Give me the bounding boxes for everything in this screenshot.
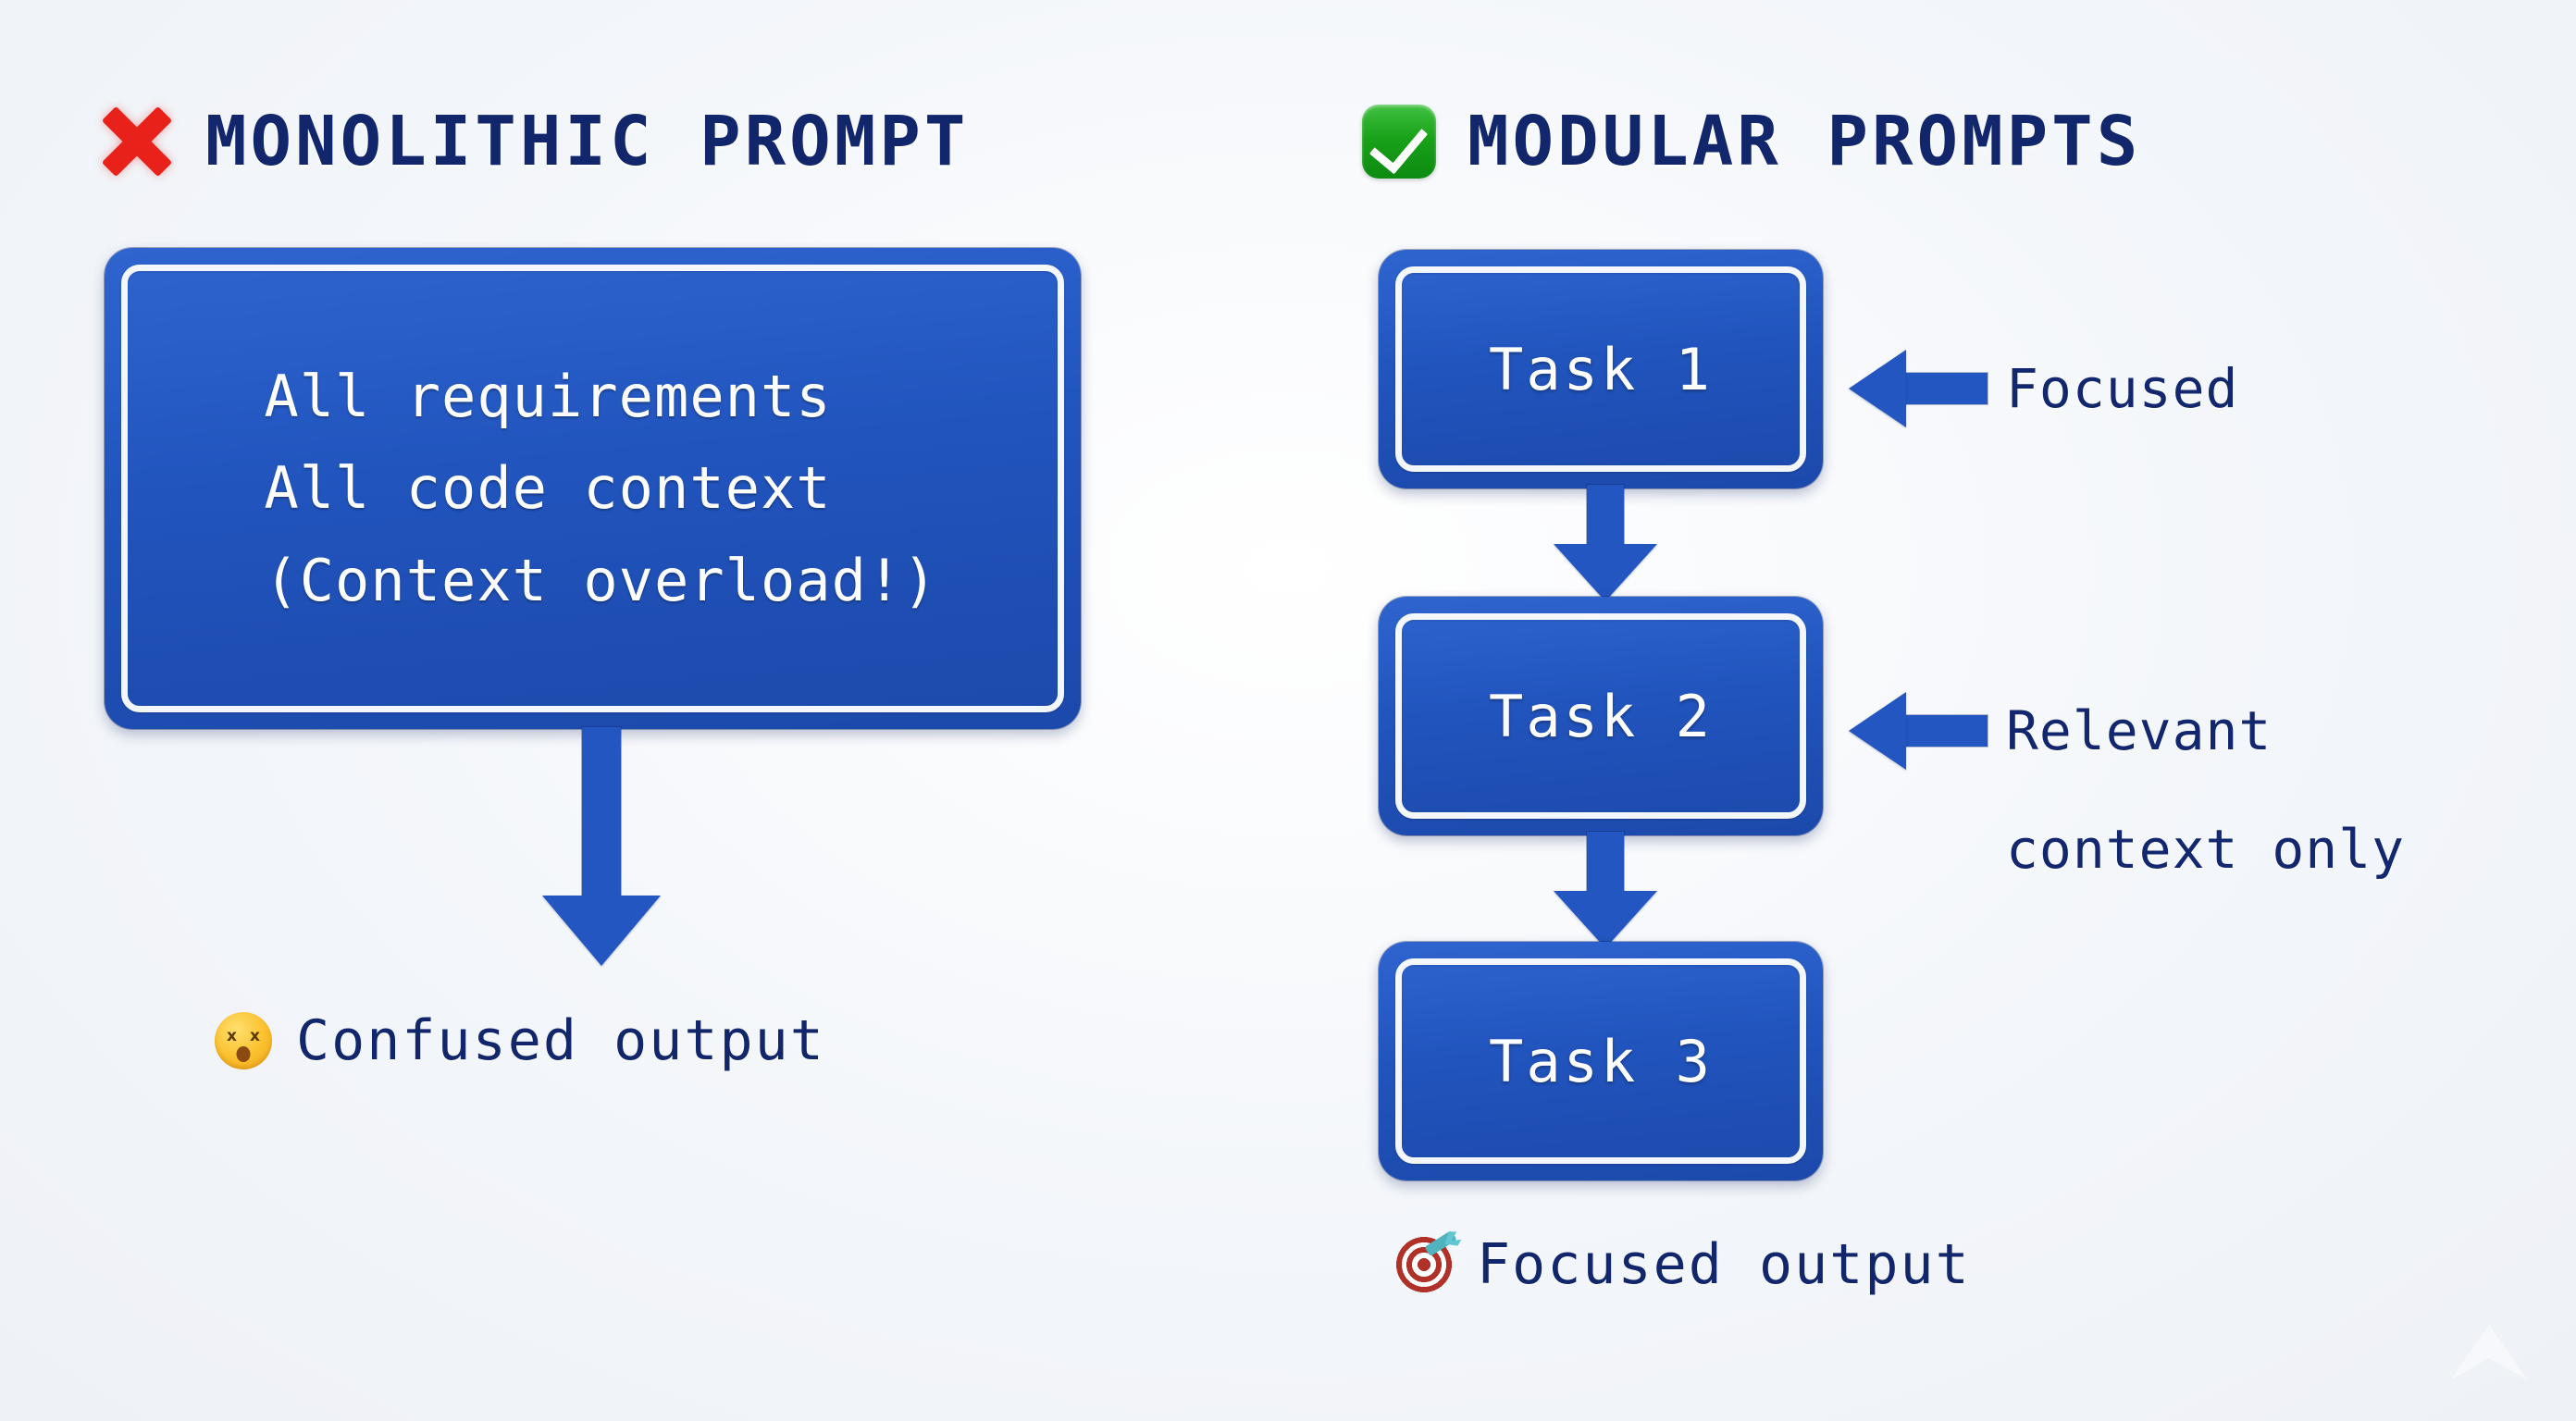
monolithic-outcome-label: Confused output (296, 1008, 825, 1073)
task-2-to-task-3-arrow-icon (1545, 832, 1666, 948)
arrow-stem (1587, 485, 1624, 551)
corner-watermark-icon (2450, 1325, 2528, 1380)
dizzy-eye-left: x (227, 1027, 237, 1045)
arrow-stem (1587, 832, 1624, 898)
monolithic-outcome: x x Confused output (215, 1008, 825, 1073)
monolithic-line-1: All requirements (264, 362, 832, 430)
arrow-stem (1899, 373, 1988, 404)
monolithic-flow-arrow-icon (537, 727, 666, 966)
arrow-head (1849, 692, 1906, 770)
monolithic-prompt-box[interactable]: All requirements All code context (Conte… (105, 248, 1081, 729)
monolithic-line-3: (Context overload!) (264, 546, 938, 614)
direct-hit-target-icon (1395, 1236, 1453, 1293)
arrow-head (542, 896, 661, 966)
dizzy-face-icon: x x (215, 1012, 272, 1069)
relevant-context-callout-arrow-icon (1849, 692, 1988, 770)
monolithic-line-2: All code context (264, 454, 832, 523)
relevant-context-callout-line-1: Relevant (2006, 699, 2273, 762)
check-mark-button-icon (1362, 105, 1436, 179)
focused-callout-arrow-icon (1849, 350, 1988, 427)
monolithic-prompt-text-block: All requirements All code context (Conte… (247, 362, 938, 614)
task-1-label: Task 1 (1489, 335, 1713, 403)
arrow-head (1554, 891, 1657, 948)
modular-outcome: Focused output (1395, 1232, 1971, 1297)
task-1-to-task-2-arrow-icon (1545, 485, 1666, 601)
arrow-stem (1899, 715, 1988, 747)
task-2-label: Task 2 (1489, 682, 1713, 750)
modular-outcome-label: Focused output (1477, 1232, 1971, 1297)
arrow-head (1554, 544, 1657, 601)
right-panel-heading: MODULAR PROMPTS (1362, 102, 2141, 181)
task-3-label: Task 3 (1489, 1027, 1713, 1095)
arrow-head (1849, 350, 1906, 427)
dizzy-mouth (236, 1046, 251, 1062)
left-panel-heading: MONOLITHIC PROMPT (100, 102, 969, 181)
focused-callout-label: Focused (2006, 357, 2239, 420)
task-2-box[interactable]: Task 2 (1379, 597, 1823, 835)
arrow-stem (582, 727, 621, 903)
dizzy-eye-right: x (250, 1027, 260, 1045)
task-1-box[interactable]: Task 1 (1379, 250, 1823, 488)
left-panel-heading-label: MONOLITHIC PROMPT (205, 102, 970, 181)
relevant-context-callout-line-2: context only (2006, 818, 2406, 881)
right-panel-heading-label: MODULAR PROMPTS (1468, 102, 2142, 181)
cross-mark-icon (100, 105, 174, 179)
task-3-box[interactable]: Task 3 (1379, 942, 1823, 1180)
